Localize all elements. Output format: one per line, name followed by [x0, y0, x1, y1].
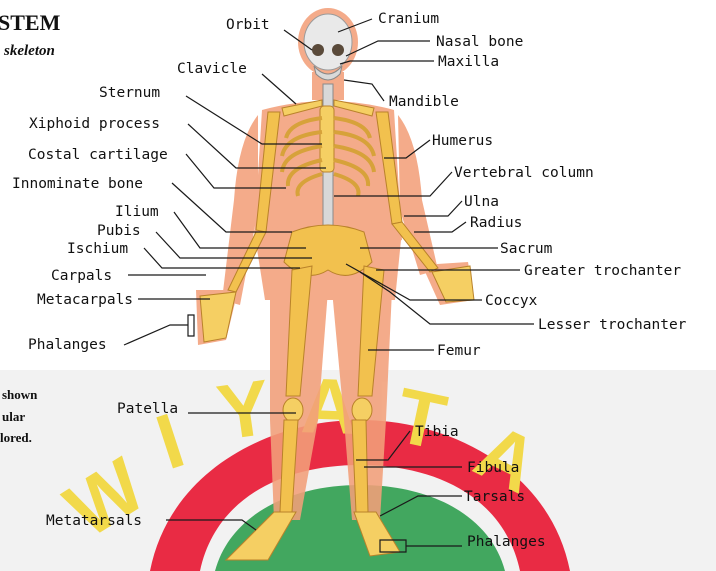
label-phalanges-foot: Phalanges — [467, 534, 546, 550]
caption-line-2: ular — [2, 409, 25, 424]
label-sacrum: Sacrum — [500, 241, 553, 257]
label-pubis: Pubis — [97, 223, 141, 239]
label-nasal-bone: Nasal bone — [436, 34, 523, 50]
label-lesser-trochanter: Lesser trochanter — [538, 317, 687, 333]
label-metatarsals: Metatarsals — [46, 513, 142, 529]
label-metacarpals: Metacarpals — [37, 292, 133, 308]
header-subtitle: skeleton — [3, 43, 55, 59]
label-ilium: Ilium — [115, 204, 159, 220]
label-costal-cartilage: Costal cartilage — [28, 147, 168, 163]
label-greater-trochanter: Greater trochanter — [524, 263, 681, 279]
skull — [304, 14, 352, 70]
label-cranium: Cranium — [378, 11, 439, 27]
label-orbit: Orbit — [226, 17, 270, 33]
label-fibula: Fibula — [467, 460, 519, 476]
label-humerus: Humerus — [432, 133, 493, 149]
label-femur: Femur — [437, 343, 481, 359]
label-tibia: Tibia — [415, 424, 459, 440]
label-patella: Patella — [117, 401, 178, 417]
label-ulna: Ulna — [464, 194, 499, 210]
label-tarsals: Tarsals — [464, 489, 525, 505]
label-sternum: Sternum — [99, 85, 160, 101]
label-innominate-bone: Innominate bone — [12, 176, 143, 192]
caption-line-1: shown — [2, 387, 38, 402]
label-clavicle: Clavicle — [177, 61, 247, 77]
label-mandible: Mandible — [389, 94, 459, 110]
label-coccyx: Coccyx — [485, 293, 538, 309]
caption-line-3: lored. — [0, 430, 32, 445]
label-phalanges-hand: Phalanges — [28, 337, 107, 353]
label-maxilla: Maxilla — [438, 54, 499, 70]
label-radius: Radius — [470, 215, 522, 231]
label-xiphoid-process: Xiphoid process — [29, 116, 160, 132]
label-vertebral-column: Vertebral column — [454, 165, 594, 181]
label-carpals: Carpals — [51, 268, 112, 284]
label-ischium: Ischium — [67, 241, 128, 257]
header-title: STEM — [0, 10, 61, 35]
